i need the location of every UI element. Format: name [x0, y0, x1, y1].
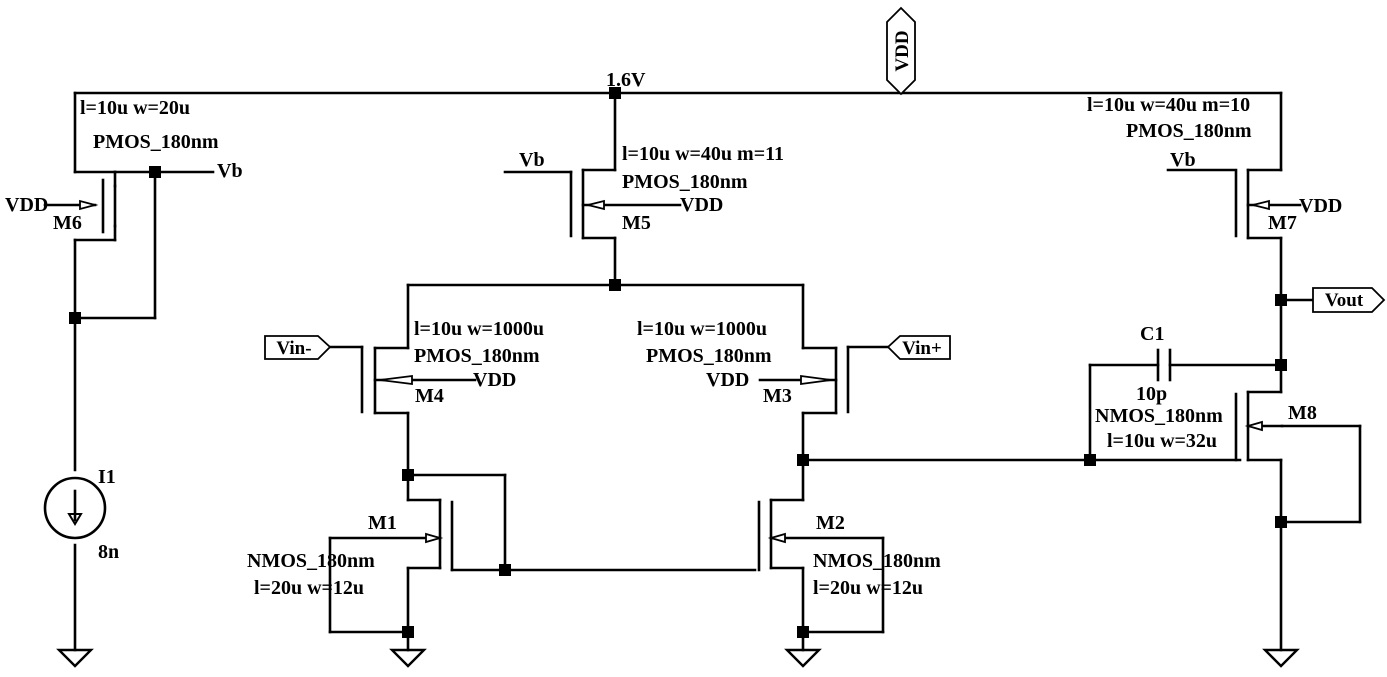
c1-value-label: 10p [1136, 383, 1167, 405]
vdd-port-flag[interactable]: VDD [886, 6, 916, 96]
transistor-m2[interactable] [757, 498, 885, 572]
transistor-m8[interactable] [1234, 390, 1284, 462]
m4-model-label: PMOS_180nm [414, 345, 540, 367]
vdd-port-label: VDD [892, 30, 913, 71]
m2-size-label: l=20u w=12u [813, 577, 923, 599]
vin-minus-port-label: Vin- [276, 338, 311, 359]
m7-gate-net-label: Vb [1170, 149, 1196, 171]
m8-size-label: l=10u w=32u [1107, 430, 1217, 452]
m5-model-label: PMOS_180nm [622, 171, 748, 193]
transistor-m1[interactable] [328, 498, 454, 572]
m8-model-label: NMOS_180nm [1095, 405, 1223, 427]
capacitor-c1[interactable] [1156, 348, 1172, 382]
transistor-m5[interactable] [569, 168, 682, 240]
vin-plus-port-flag[interactable]: Vin+ [886, 335, 951, 360]
i1-value-label: 8n [98, 541, 119, 563]
m4-bulk-net-label: VDD [473, 369, 516, 391]
junction-dots [69, 87, 1287, 638]
transistor-m7[interactable] [1234, 168, 1302, 240]
m8-name-label: M8 [1288, 402, 1317, 424]
m7-bulk-net-label: VDD [1299, 195, 1342, 217]
vout-port-label: Vout [1325, 290, 1364, 311]
ground-symbol-m1 [389, 648, 427, 668]
m4-name-label: M4 [415, 385, 444, 407]
m5-name-label: M5 [622, 212, 651, 234]
m1-size-label: l=20u w=12u [254, 577, 364, 599]
vin-minus-port-flag[interactable]: Vin- [264, 335, 332, 360]
transistor-m3[interactable] [758, 345, 850, 415]
supply-voltage-label: 1.6V [606, 69, 646, 91]
m4-size-label: l=10u w=1000u [414, 318, 544, 340]
m6-model-label: PMOS_180nm [93, 131, 219, 153]
ground-symbol-i1 [56, 648, 94, 668]
current-source-i1[interactable] [43, 476, 107, 540]
vin-plus-port-label: Vin+ [902, 338, 942, 359]
m3-model-label: PMOS_180nm [646, 345, 772, 367]
m5-size-label: l=10u w=40u m=11 [622, 143, 784, 165]
wires [73, 83, 1362, 652]
i1-name-label: I1 [98, 466, 116, 488]
m1-model-label: NMOS_180nm [247, 550, 375, 572]
transistor-m6[interactable] [43, 170, 117, 242]
m6-name-label: M6 [53, 212, 82, 234]
m5-bulk-net-label: VDD [680, 194, 723, 216]
m7-name-label: M7 [1268, 212, 1297, 234]
transistor-m4[interactable] [360, 345, 477, 415]
c1-name-label: C1 [1140, 323, 1164, 345]
m7-size-label: l=10u w=40u m=10 [1087, 94, 1250, 116]
m3-name-label: M3 [763, 385, 792, 407]
m6-gate-net-label: Vb [217, 160, 243, 182]
ground-symbol-m2 [784, 648, 822, 668]
m3-size-label: l=10u w=1000u [637, 318, 767, 340]
m2-name-label: M2 [816, 512, 845, 534]
m6-bulk-net-label: VDD [5, 194, 48, 216]
m2-model-label: NMOS_180nm [813, 550, 941, 572]
ground-symbol-m8 [1262, 648, 1300, 668]
m3-bulk-net-label: VDD [706, 369, 749, 391]
vout-port-flag[interactable]: Vout [1312, 287, 1386, 313]
m1-name-label: M1 [368, 512, 397, 534]
m7-model-label: PMOS_180nm [1126, 120, 1252, 142]
m6-size-label: l=10u w=20u [80, 97, 190, 119]
m5-gate-net-label: Vb [519, 149, 545, 171]
